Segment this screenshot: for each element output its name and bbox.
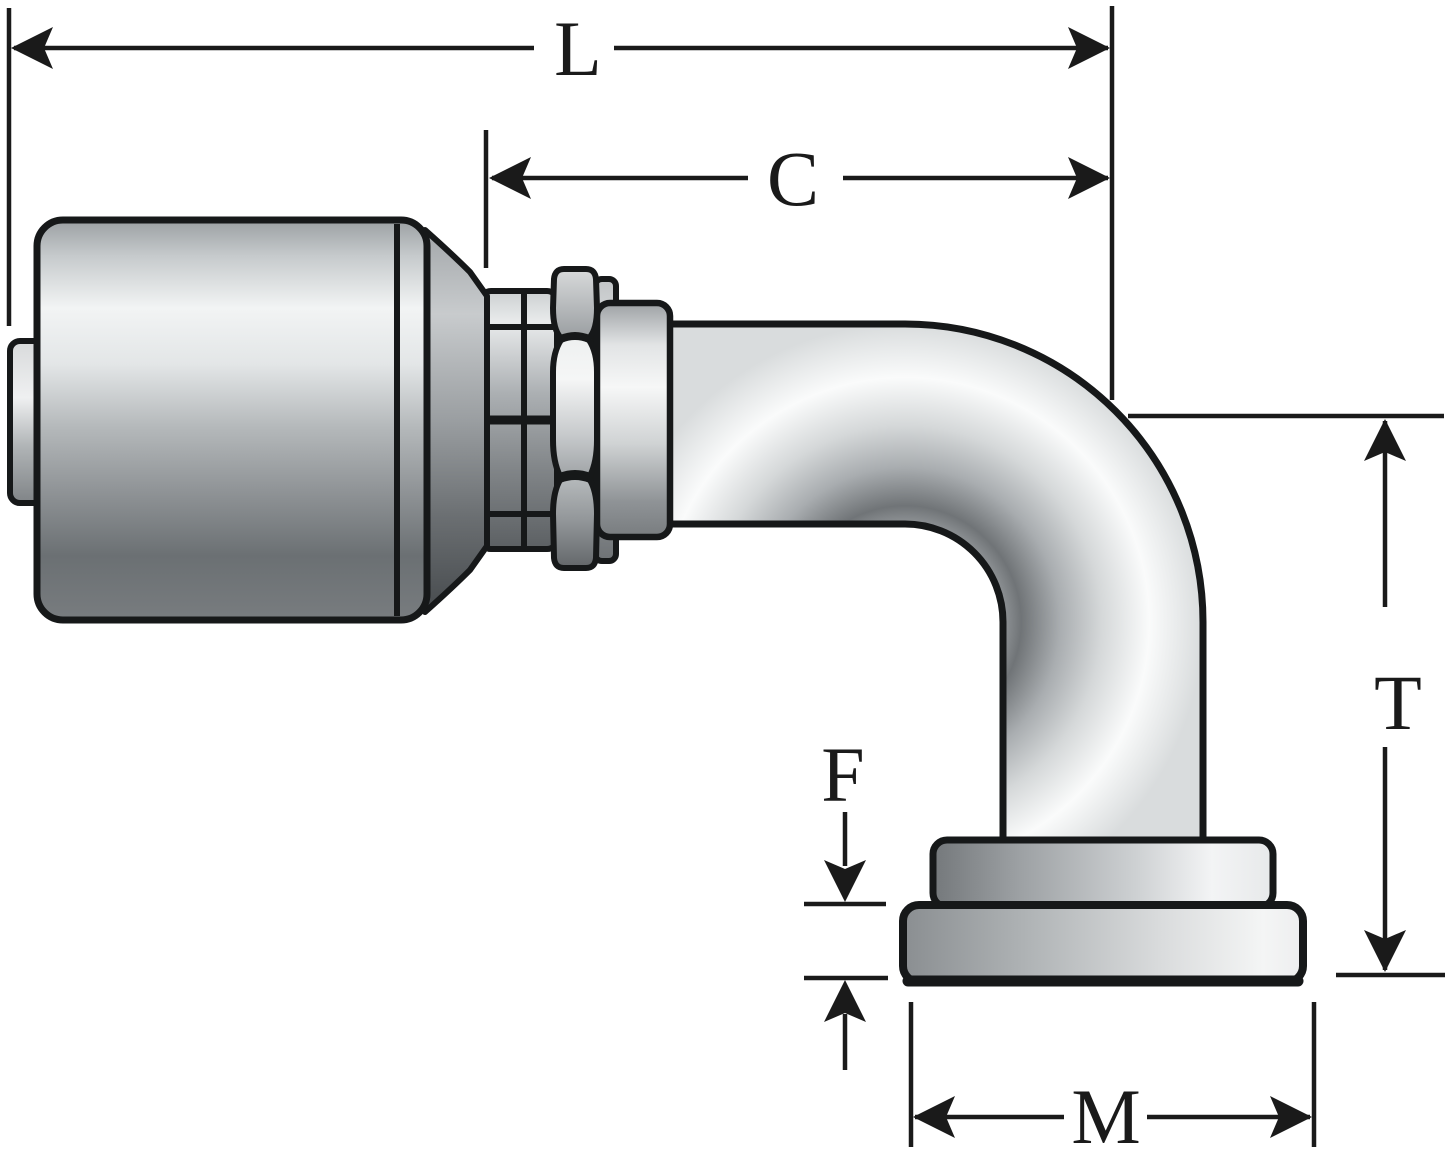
dim-L-arrow-right (1068, 27, 1110, 69)
dim-label-M: M (1071, 1073, 1140, 1153)
dim-L (11, 27, 1110, 69)
dim-T (1364, 419, 1406, 972)
swivel-collar (593, 299, 674, 541)
dim-label-F: F (821, 731, 864, 818)
dim-label-C: C (767, 135, 819, 222)
dim-M-arrow-left (913, 1096, 955, 1138)
hex-nut (550, 266, 600, 571)
hex-nut-bottom-facet (550, 474, 600, 571)
dim-F-arrow-down (824, 860, 866, 902)
grooved-collar (478, 288, 560, 552)
elbow-tube (660, 320, 1207, 856)
dim-M (913, 1096, 1312, 1138)
crimp-ferrule (33, 216, 431, 624)
dim-C (489, 157, 1110, 199)
dim-T-arrow-up (1364, 419, 1406, 461)
dim-L-arrow-left (11, 27, 53, 69)
dim-M-arrow-right (1270, 1096, 1312, 1138)
dim-label-T: T (1374, 659, 1422, 746)
dim-F (824, 812, 866, 1070)
dimension-annotations: L C T F M (6, 5, 1445, 1153)
dim-F-arrow-up (824, 980, 866, 1022)
dim-label-L: L (554, 5, 602, 92)
dim-C-arrow-left (489, 157, 531, 199)
fitting-illustration (7, 216, 1307, 987)
hex-nut-top-facet (550, 266, 600, 341)
flange-neck (929, 836, 1277, 911)
dim-T-arrow-down (1364, 930, 1406, 972)
ferrule-cone (422, 227, 490, 615)
flange-base (899, 901, 1307, 986)
hex-nut-middle-facet (550, 334, 600, 479)
dim-C-arrow-right (1068, 157, 1110, 199)
